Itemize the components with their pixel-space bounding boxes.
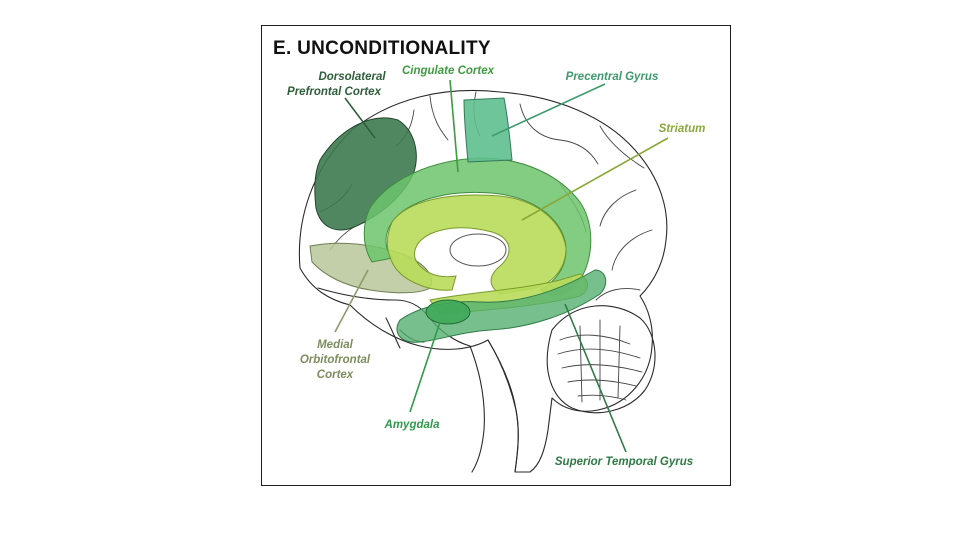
cingulate-leader [449, 79, 459, 173]
label-striatum: Striatum [659, 123, 706, 135]
brain-outline [298, 89, 668, 473]
label-mofc-line3: Cortex [317, 369, 354, 381]
mofc-leader [334, 269, 369, 333]
brainstem-outline [469, 339, 519, 473]
precentral-leader [491, 83, 606, 137]
label-mofc-line2: Orbitofrontal [300, 354, 371, 366]
precentral-gyrus-region [463, 97, 513, 163]
label-amygdala: Amygdala [384, 419, 441, 431]
label-dlpfc-line1: Dorsolateral [318, 71, 386, 83]
amygdala-leader [409, 321, 441, 413]
stg-leader [564, 303, 627, 453]
striatum-leader [521, 137, 669, 221]
label-stg: Superior Temporal Gyrus [555, 456, 693, 468]
label-cingulate: Cingulate Cortex [402, 65, 495, 77]
label-dlpfc-line2: Prefrontal Cortex [287, 86, 382, 98]
figure-title: E. UNCONDITIONALITY [273, 38, 491, 59]
cerebellum-folia [557, 319, 643, 403]
dlpfc-leader [344, 97, 376, 139]
thalamus-outline [449, 233, 507, 267]
label-mofc-line1: Medial [317, 339, 354, 351]
amygdala-region [425, 299, 471, 325]
label-precentral: Precentral Gyrus [566, 71, 659, 83]
cerebellum-outline [546, 305, 656, 414]
cingulate-cortex-region [363, 157, 592, 297]
